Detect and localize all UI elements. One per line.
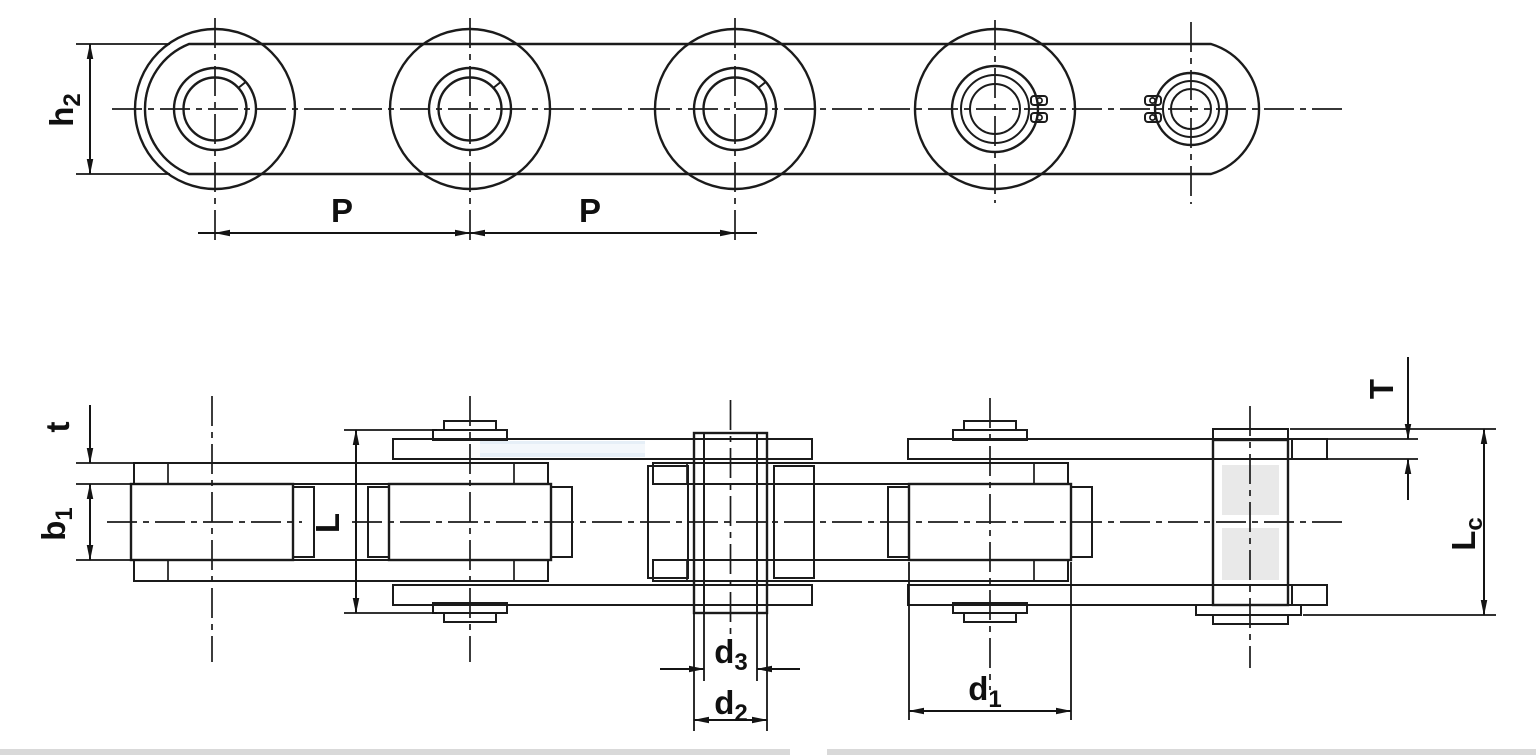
plan-roller-4 <box>907 482 1073 562</box>
page-bottom-strip <box>0 749 1536 755</box>
circlip-lug-hole <box>1036 97 1043 104</box>
hollow-pin-notch-3 <box>757 81 767 89</box>
circlip-lug <box>1030 112 1048 123</box>
dimension-h2: h2 <box>43 43 170 175</box>
label-pitch-2: P <box>579 192 601 229</box>
circlip-lug-hole <box>1149 97 1156 104</box>
label-Lc: Lc <box>1445 517 1488 551</box>
outer-plate-strips <box>392 438 1328 606</box>
dimension-b1: b1 <box>35 483 140 561</box>
side-view-centerlines <box>112 18 1345 246</box>
hollow-pin-notch-2 <box>492 81 502 89</box>
label-b1: b1 <box>35 507 78 541</box>
circlip-lug <box>1144 112 1162 123</box>
hollow-pin-notch-1 <box>237 81 247 89</box>
plate-endcap-left-arc <box>143 43 190 175</box>
dimension-Lc: Lc <box>1290 428 1496 616</box>
dimension-t: t <box>39 405 140 485</box>
label-h2: h2 <box>43 93 86 127</box>
circlip-lug <box>1030 95 1048 106</box>
end-pin-bottom-flange <box>1195 604 1302 616</box>
plan-view-centerlines <box>107 396 1347 690</box>
label-d2: d2 <box>714 684 748 727</box>
label-t: t <box>39 422 76 433</box>
circlip-lug <box>1144 95 1162 106</box>
dimension-d2: d2 <box>693 613 768 731</box>
circlip-lug-hole <box>1149 114 1156 121</box>
dimension-T: T <box>1327 357 1418 500</box>
plate-highlights <box>285 72 1140 148</box>
dimension-pitch: P P <box>198 192 757 237</box>
circlip-lug-hole <box>1036 114 1043 121</box>
dimension-d1: d1 <box>908 562 1072 720</box>
label-T: T <box>1363 379 1400 399</box>
inner-plate-strips <box>133 462 1069 582</box>
label-pitch-1: P <box>331 192 353 229</box>
label-d3: d3 <box>714 633 748 676</box>
label-L: L <box>309 513 346 533</box>
dimension-d3: d3 <box>660 613 800 681</box>
dimension-L: L <box>309 429 437 614</box>
label-d1: d1 <box>968 670 1002 713</box>
